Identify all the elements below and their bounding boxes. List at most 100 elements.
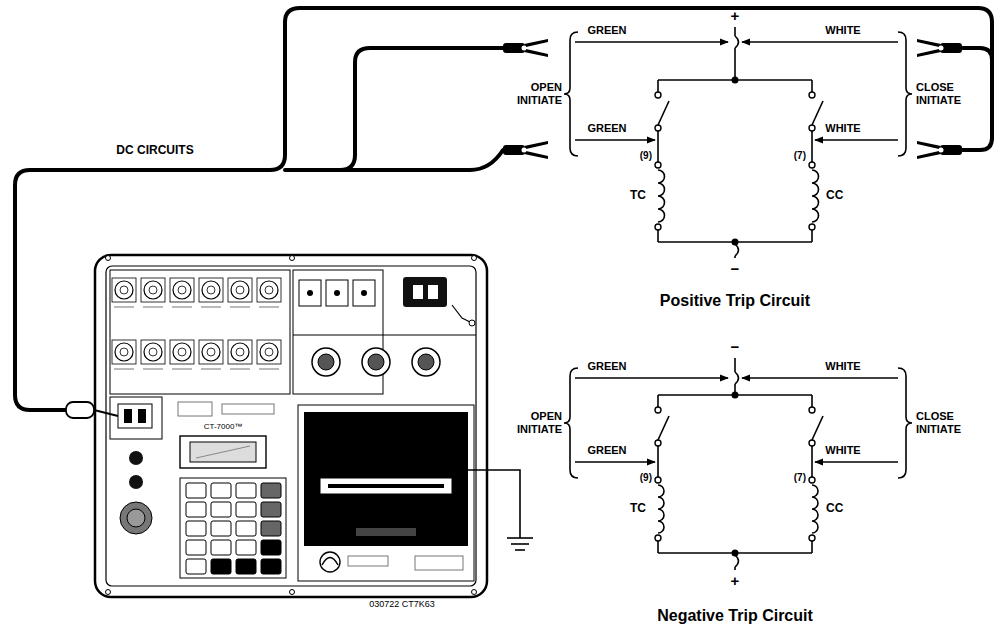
input-socket-frame (112, 278, 136, 302)
clip-jaw (917, 49, 941, 57)
input-socket-frame (199, 278, 223, 302)
wire-color: GREEN (587, 24, 626, 36)
lead-arrow (575, 139, 655, 140)
coil-winding (658, 485, 664, 533)
display-screen (190, 442, 256, 462)
voltage-socket (326, 280, 348, 306)
input-socket (202, 281, 220, 299)
clip-jaw (524, 49, 548, 57)
input-socket (115, 343, 133, 361)
dc-connector-pin (138, 409, 146, 423)
ground-wire (458, 470, 520, 538)
switch-blade (658, 101, 669, 125)
clip-jaw (917, 141, 941, 149)
input-socket-pin (149, 286, 157, 294)
coil-winding (812, 485, 818, 533)
transducer-socket (412, 348, 440, 376)
keypad-key (211, 502, 231, 517)
panel-marking (259, 369, 279, 370)
transducer-socket (362, 348, 390, 376)
switch-contact (655, 407, 661, 413)
panel-marking (230, 369, 250, 370)
keypad-key (261, 483, 281, 498)
switch-contact (809, 407, 815, 413)
dc-cable (15, 8, 992, 410)
keypad-key (236, 521, 256, 536)
switch-contact (655, 125, 661, 131)
alligator-clip (503, 39, 548, 57)
ground-lead (452, 305, 470, 322)
cable-plug (66, 402, 94, 418)
wire (811, 131, 813, 162)
coil-name: CC (826, 502, 843, 515)
keypad-key (236, 483, 256, 498)
dc-connector (118, 404, 152, 428)
input-socket (144, 281, 162, 299)
terminal-number: (9) (640, 472, 652, 483)
wire (657, 131, 659, 162)
keypad-key (186, 540, 206, 555)
panel-screw (472, 590, 477, 595)
keypad-key (236, 540, 256, 555)
clip-jaw (917, 39, 941, 47)
power-inlet-pin (428, 285, 438, 299)
wire-color: WHITE (825, 24, 860, 36)
input-socket-frame (257, 278, 281, 302)
wire (811, 395, 813, 407)
wire (657, 80, 659, 92)
switch-contact (809, 440, 815, 446)
input-socket (260, 281, 278, 299)
printer-bay (298, 405, 474, 581)
switch-contact (809, 125, 815, 131)
terminal-link (735, 244, 739, 256)
wire-color: GREEN (587, 444, 626, 456)
cable-name: DC CIRCUITS (116, 144, 193, 157)
terminal-lead (734, 48, 736, 80)
lead-arrow (575, 377, 728, 378)
ground-connection (458, 470, 533, 550)
panel-screw (472, 256, 477, 261)
polarity-sign: − (731, 261, 740, 278)
wire (657, 541, 659, 553)
input-socket (231, 281, 249, 299)
keypad-key (261, 540, 281, 555)
clip-pivot (939, 46, 944, 51)
input-socket (173, 281, 191, 299)
bracket-label: OPEN INITIATE (498, 81, 562, 107)
cable-wire (340, 48, 503, 170)
wire-color: WHITE (825, 360, 860, 372)
keypad-key (236, 559, 256, 574)
input-socket-frame (141, 278, 165, 302)
transducer-socket-core (368, 354, 384, 370)
bracket (564, 32, 578, 156)
switch-blade (658, 416, 669, 440)
panel-marking (143, 369, 163, 370)
maker-name (348, 556, 388, 566)
coil-terminal (809, 477, 815, 483)
keypad-key (211, 483, 231, 498)
wire-color: GREEN (587, 122, 626, 134)
coil-name: TC (630, 189, 646, 202)
switch-blade (812, 416, 823, 440)
speaker-cone (127, 509, 145, 527)
keypad-key (186, 502, 206, 517)
wire-color: WHITE (825, 122, 860, 134)
ground-stud (469, 320, 475, 326)
polarity-sign: − (731, 339, 740, 356)
circuit-caption: Positive Trip Circuit (660, 292, 810, 310)
dc-connector-pin (124, 409, 132, 423)
paper-slot (320, 478, 452, 494)
input-socket-pin (265, 286, 273, 294)
terminal-link (735, 372, 739, 384)
trip-circuit (575, 358, 898, 570)
switch-contact (655, 440, 661, 446)
voltage-socket (353, 280, 375, 306)
voltage-socket-pin (361, 290, 367, 296)
test-set-case (95, 255, 487, 597)
wire-color: WHITE (825, 444, 860, 456)
panel-screw (106, 590, 111, 595)
alligator-clip (503, 141, 548, 159)
display-frame (180, 436, 266, 468)
input-socket-frame (257, 340, 281, 364)
lead-arrow (742, 377, 898, 378)
